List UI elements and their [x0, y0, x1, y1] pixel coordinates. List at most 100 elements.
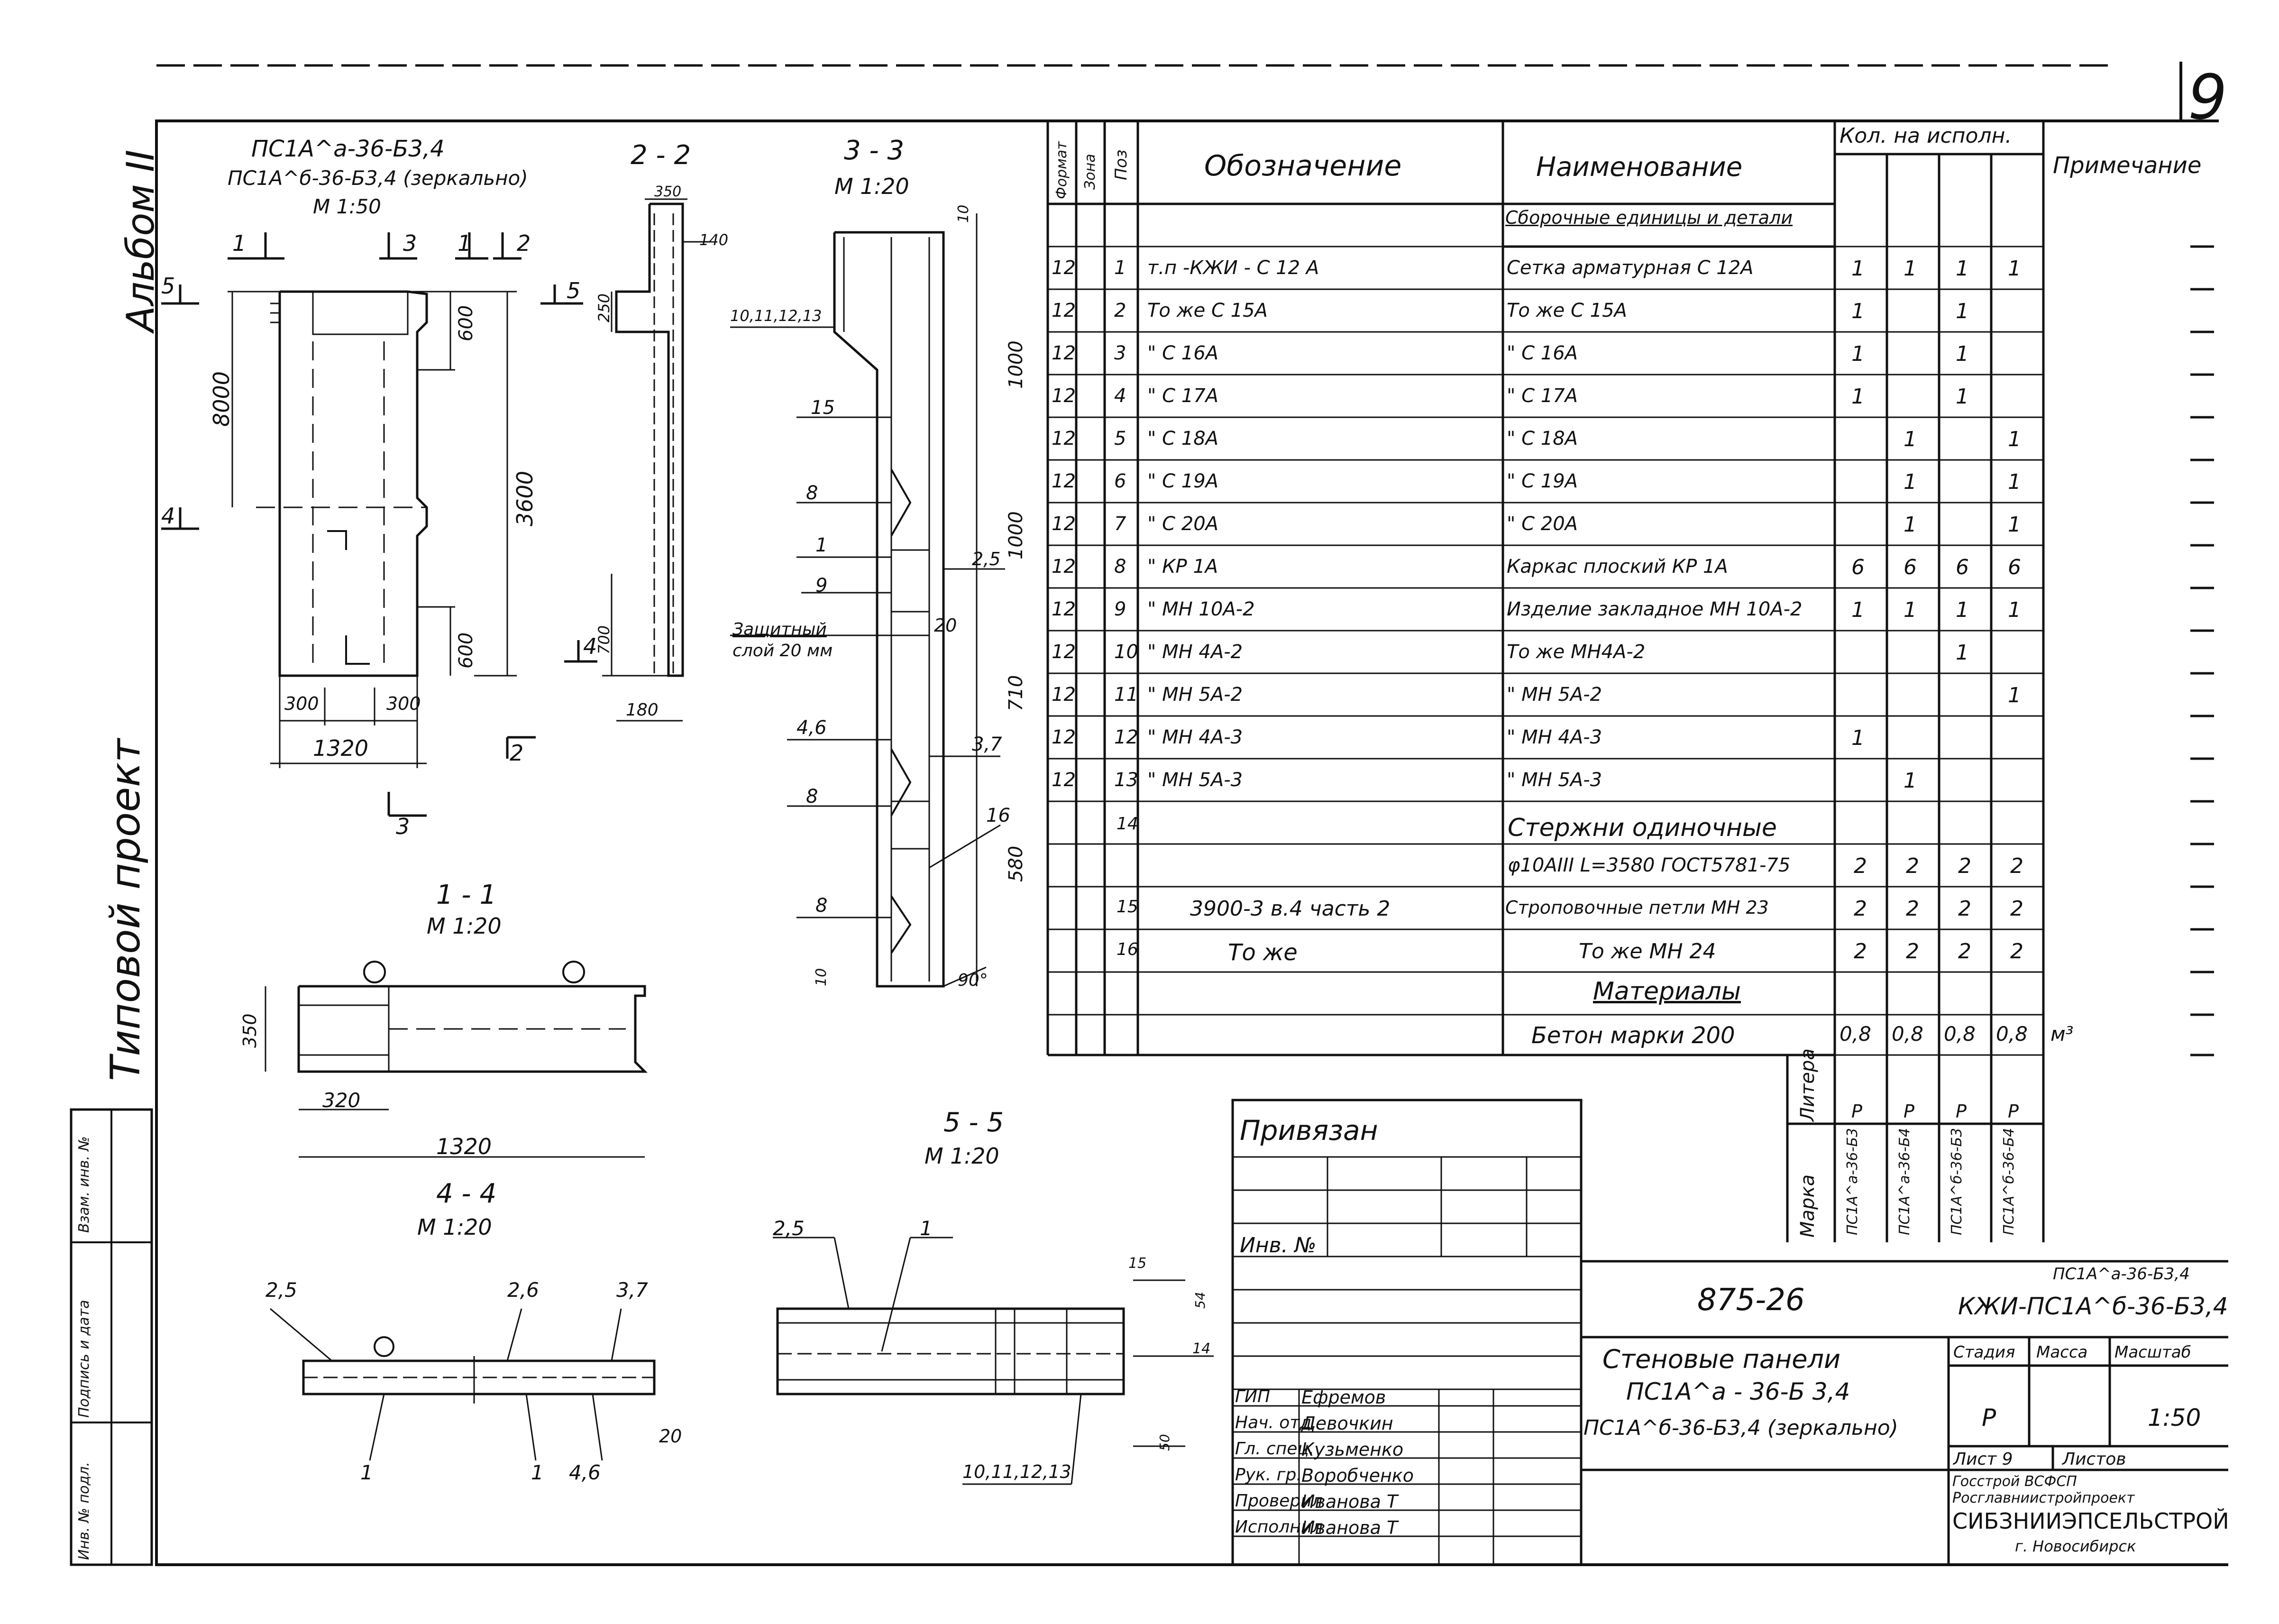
spec-row-designation: " С 20А — [1147, 513, 1219, 535]
spec-row15-q2: 2 — [1906, 897, 1919, 921]
spec-row-format: 12 — [1052, 769, 1076, 791]
callout-8c-33: 8 — [815, 895, 828, 917]
spec-row-designation: То же С 15А — [1147, 300, 1268, 321]
spec-row14-pos: 14 — [1117, 814, 1138, 834]
dim-10-33-bottom: 10 — [813, 968, 830, 986]
section-1-1 — [265, 961, 648, 1158]
section-1-1-title: 1 - 1 — [436, 880, 497, 910]
spec-row15-des: 3900-3 в.4 часть 2 — [1190, 897, 1391, 921]
protective-layer-note-2: слой 20 мм — [732, 641, 833, 661]
section-3-3 — [730, 213, 1005, 988]
callout-8a-33: 8 — [806, 482, 818, 504]
spec-row-name: " С 20А — [1507, 513, 1578, 535]
org-line-1: Госстрой ВСФСП — [1952, 1473, 2077, 1490]
spec-row-qty: 6 — [1956, 555, 1969, 579]
spec-row16-des: То же — [1228, 939, 1298, 966]
dim-2-5-33: 2,5 — [972, 549, 1001, 569]
callout-10-13-33: 10,11,12,13 — [730, 307, 822, 325]
spec-row-pos: 13 — [1114, 769, 1138, 791]
stage-label: Стадия — [1953, 1343, 2015, 1362]
spec-header-note: Примечание — [2053, 152, 2202, 179]
litera-label: Литера — [1797, 1048, 1819, 1121]
callout-9-33: 9 — [815, 575, 828, 596]
spec-row-name: Сетка арматурная С 12А — [1507, 257, 1754, 279]
spec-row-designation: " МН 10А-2 — [1147, 598, 1255, 620]
spec-row-pos: 12 — [1114, 726, 1138, 748]
scale-label: Масштаб — [2114, 1343, 2191, 1362]
spec-row16-q3: 2 — [1958, 939, 1971, 963]
spec-header-zone: Зона — [1082, 154, 1098, 190]
org-line-2: Росглавниистройпроект — [1952, 1490, 2135, 1506]
mark-3-bottom: 3 — [396, 814, 410, 839]
spec-row-designation: " МН 5А-2 — [1147, 684, 1243, 706]
spec-row-pos: 3 — [1114, 342, 1126, 364]
spec-row15-q4: 2 — [2010, 897, 2023, 921]
dim-580-33: 580 — [1005, 845, 1027, 882]
mass-label: Масса — [2036, 1343, 2088, 1362]
spec-row-qty: 1 — [1956, 257, 1969, 281]
dim-20-44: 20 — [659, 1426, 682, 1447]
spec-row-format: 12 — [1052, 684, 1076, 706]
dim-600-bottom: 600 — [455, 632, 477, 669]
section-1-1-scale: М 1:20 — [427, 913, 502, 939]
spec-row-qty: 1 — [2008, 427, 2021, 451]
mark-3-top: 3 — [403, 230, 417, 256]
section-4-4-scale: М 1:20 — [417, 1214, 492, 1240]
callout-8b-33: 8 — [806, 786, 818, 807]
spec-row14-q1: 2 — [1854, 854, 1867, 878]
main-elevation — [161, 232, 597, 817]
spec-header-pos: Поз — [1112, 149, 1131, 180]
spec-row-qty: 6 — [1851, 555, 1865, 579]
spec-row-pos: 9 — [1114, 598, 1126, 620]
litera-1: Р — [1851, 1101, 1862, 1122]
spec-row-pos: 6 — [1114, 470, 1126, 492]
spec-row-name: " МН 5А-2 — [1507, 684, 1602, 706]
spec-row-name: " МН 4А-3 — [1507, 726, 1602, 748]
spec-row-name: " С 18А — [1507, 428, 1578, 450]
dim-350-22: 350 — [654, 184, 682, 200]
spec-row-designation: т.п -КЖИ - С 12 А — [1147, 257, 1319, 279]
dim-54-55: 54 — [1192, 1292, 1208, 1309]
org-line-4: г. Новосибирск — [2015, 1537, 2136, 1555]
spec-row-designation: " КР 1А — [1147, 556, 1218, 578]
litera-3: Р — [1956, 1101, 1967, 1122]
spec-row-designation: " С 16А — [1147, 342, 1219, 364]
main-view-scale: М 1:50 — [313, 195, 381, 218]
callout-4-6-33: 4,6 — [796, 717, 827, 739]
dim-300-left: 300 — [284, 693, 319, 714]
spec-row-qty: 1 — [1851, 598, 1865, 622]
dim-8000: 8000 — [209, 371, 234, 427]
dim-250-22: 250 — [595, 293, 613, 322]
callout-15-33: 15 — [811, 397, 835, 419]
protective-layer-note-1: Защитный — [732, 620, 827, 639]
album-label: Альбом II — [119, 149, 163, 332]
spec-row15-name: Строповочные петли МН 23 — [1505, 897, 1769, 918]
mark-1-left: 1 — [232, 230, 247, 256]
scale-value: 1:50 — [2148, 1404, 2201, 1431]
title-name-3: ПС1А^б-36-Б3,4 (зеркально) — [1583, 1416, 1898, 1440]
callout-10-13-55: 10,11,12,13 — [962, 1461, 1071, 1482]
spec-concrete-name: Бетон марки 200 — [1531, 1022, 1735, 1049]
spec-row-qty: 1 — [1851, 726, 1865, 750]
spec-row-qty: 1 — [1904, 257, 1917, 281]
left-strip-inv: Инв. № подл. — [76, 1462, 92, 1560]
mark-5-left: 5 — [161, 273, 175, 299]
litera-2: Р — [1904, 1101, 1914, 1122]
dim-1320-11: 1320 — [436, 1134, 492, 1159]
spec-row14-q2: 2 — [1906, 854, 1919, 878]
callout-1b-44: 1 — [531, 1461, 544, 1484]
marka-3: ПС1А^б-36-Б3 — [1949, 1128, 1965, 1235]
spec-row-pos: 11 — [1114, 684, 1138, 706]
dim-10-33-top: 10 — [955, 204, 972, 223]
spec-concrete-unit: м³ — [2050, 1022, 2074, 1046]
spec-concrete-q3: 0,8 — [1944, 1022, 1976, 1046]
section-5-5 — [773, 1237, 1214, 1485]
spec-row-designation: " С 19А — [1147, 470, 1219, 492]
binding-privyazan: Привязан — [1240, 1114, 1378, 1147]
spec-row14-name: φ10АIII L=3580 ГОСТ5781-75 — [1508, 854, 1791, 876]
spec-concrete-q1: 0,8 — [1840, 1022, 1871, 1046]
spec-row-qty: 1 — [1904, 513, 1917, 537]
spec-row-qty: 1 — [1851, 385, 1865, 409]
role-title: Нач. отд. — [1235, 1413, 1317, 1432]
